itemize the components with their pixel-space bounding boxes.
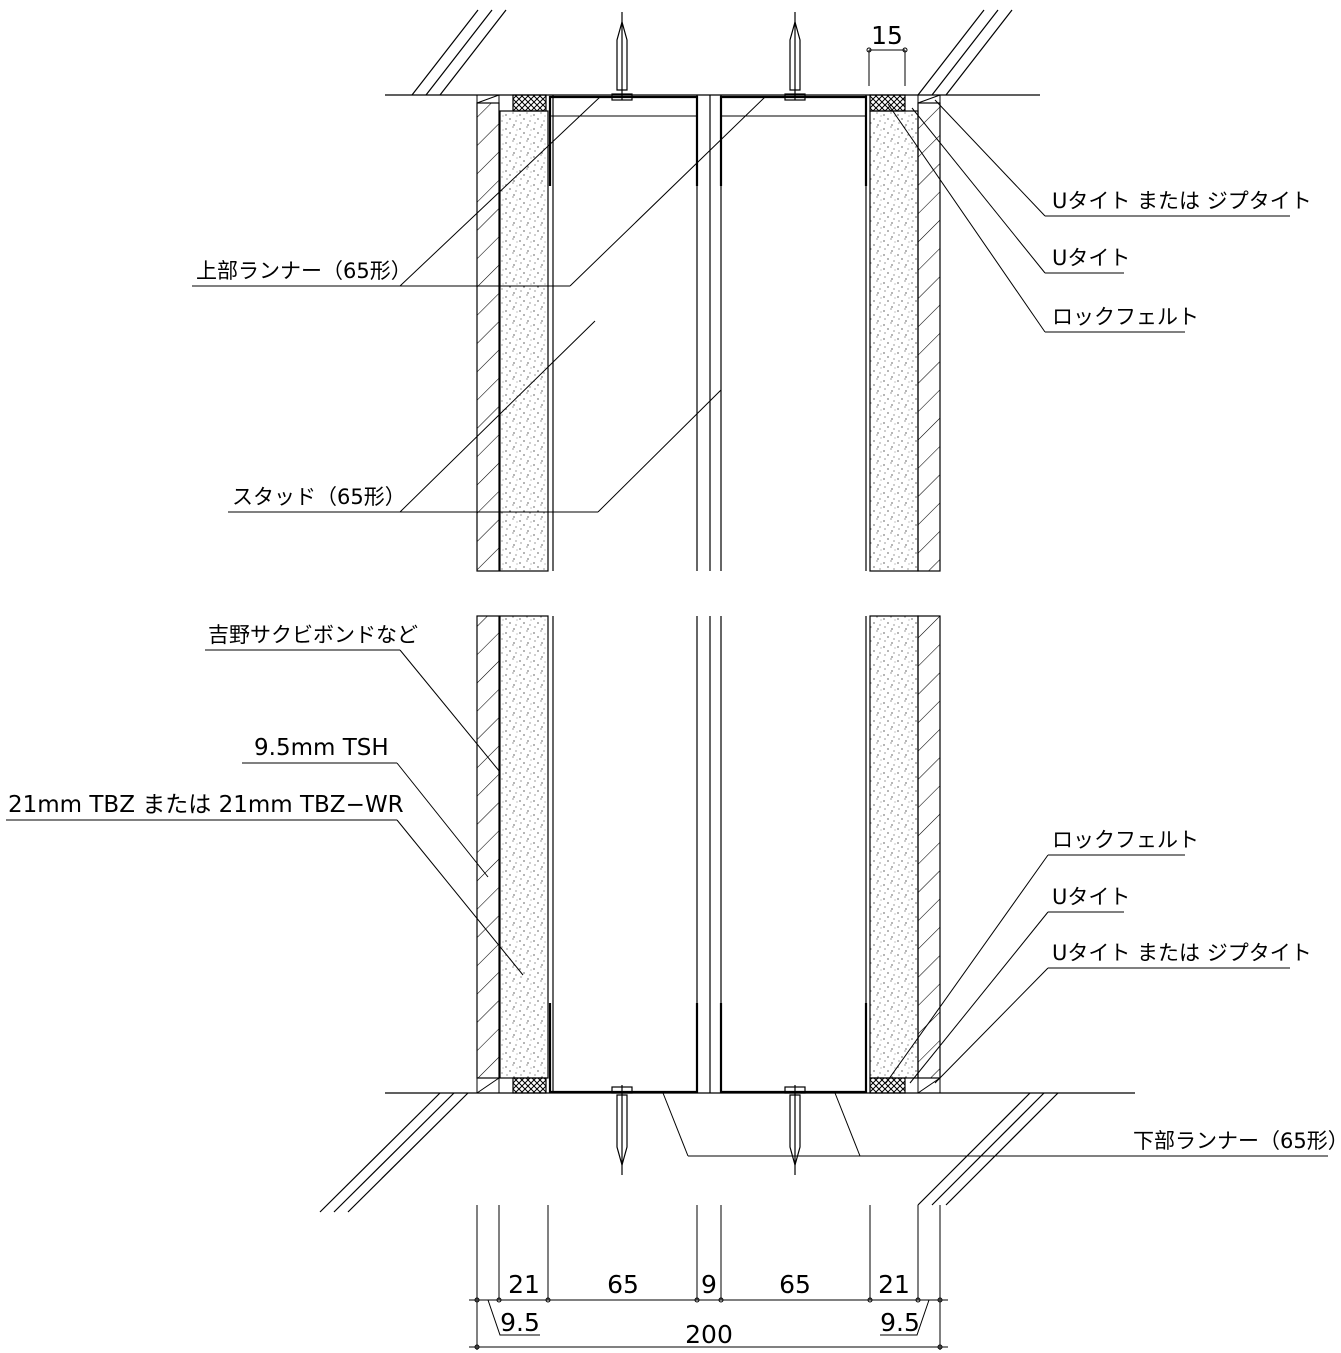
callout-rock-felt-top: ロックフェルト [887,103,1199,333]
callout-adhesive: 吉野サクビボンドなど [205,623,501,773]
callout-lower-runner: 下部ランナー（65形） [662,1092,1341,1157]
label-rock-felt-top: ロックフェルト [1052,305,1199,329]
left-tbz-board [499,94,549,1094]
label-adhesive: 吉野サクビボンドなど [208,623,418,647]
dim-center-gap: 9 [701,1270,717,1299]
floor-slab [319,1092,1135,1213]
dim-right-board: 21 [878,1270,910,1299]
callout-upper-runner: 上部ランナー（65形） [192,96,766,287]
label-rock-felt-bottom: ロックフェルト [1052,828,1199,852]
callout-u-or-zip-top: Uタイト または ジプタイト [934,99,1312,217]
upper-runner [548,95,868,186]
callout-stud: スタッド（65形） [228,320,722,513]
dim-top-gap: 15 [871,21,903,50]
label-u-or-zip-top: Uタイト または ジプタイト [1052,189,1312,213]
dim-right-tsh: 9.5 [880,1308,920,1337]
callout-board-tbz: 21mm TBZ または 21mm TBZ−WR [6,792,524,976]
dim-left-stud: 65 [607,1270,639,1299]
ceiling-anchors [611,12,806,101]
label-board-tbz: 21mm TBZ または 21mm TBZ−WR [8,792,404,818]
dim-left-tsh: 9.5 [500,1308,540,1337]
label-lower-runner: 下部ランナー（65形） [1133,1129,1341,1153]
left-tsh-board [476,94,500,1094]
dim-total: 200 [685,1320,733,1349]
label-u-or-zip-bottom: Uタイト または ジプタイト [1052,941,1312,965]
label-u-tight-top: Uタイト [1052,246,1130,270]
lower-runner [548,1003,868,1094]
ceiling-slab [385,9,1040,96]
right-tsh-board [917,94,941,1094]
bottom-dimensions: 21 65 9 65 21 9.5 9.5 200 [469,1205,948,1350]
top-gap-dimension: 15 [866,21,908,86]
dim-right-stud: 65 [779,1270,811,1299]
callout-u-tight-bottom: Uタイト [909,885,1130,1084]
dim-left-board: 21 [508,1270,540,1299]
studs [552,95,867,1093]
label-upper-runner: 上部ランナー（65形） [196,259,412,283]
callout-u-tight-top: Uタイト [911,107,1130,274]
callout-board-tsh: 9.5mm TSH [242,735,489,878]
floor-anchors [611,1085,806,1175]
callout-u-or-zip-bottom: Uタイト または ジプタイト [934,941,1312,1084]
label-board-tsh: 9.5mm TSH [254,735,389,761]
label-stud: スタッド（65形） [232,485,406,509]
label-u-tight-bottom: Uタイト [1052,885,1130,909]
right-tbz-board [869,94,919,1094]
callout-rock-felt-bottom: ロックフェルト [885,828,1199,1084]
